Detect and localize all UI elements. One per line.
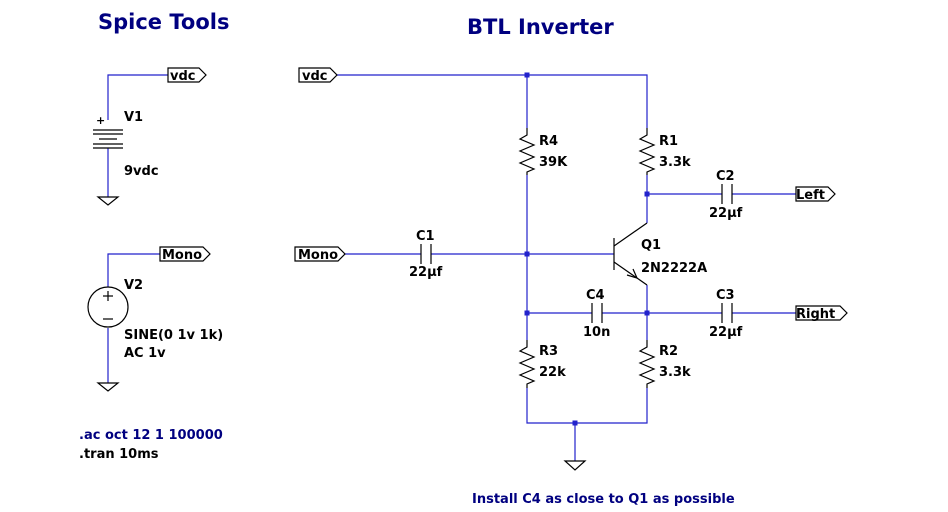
ground-symbol-main [563, 460, 587, 471]
resistor-r4 [518, 128, 536, 175]
resistor-r3 [518, 340, 536, 388]
battery-v1 [93, 129, 123, 149]
tran-directive: .tran 10ms [79, 447, 159, 462]
ground-symbol-v2 [96, 382, 120, 392]
r1-value: 3.3k [659, 155, 691, 170]
r3-value: 22k [539, 365, 566, 380]
net-flag-vdc-v1: vdc [167, 67, 207, 84]
net-flag-mono-main: Mono [294, 246, 346, 263]
svg-text:Mono: Mono [162, 248, 202, 263]
v2-top-wire [107, 253, 160, 287]
v1-section: + V1 9vdc vdc [93, 67, 207, 206]
sine-source-v2 [87, 286, 129, 328]
capacitor-c4 [591, 303, 603, 323]
r4-name: R4 [539, 134, 558, 149]
net-flag-left: Left [795, 186, 836, 203]
c2-name: C2 [716, 169, 735, 184]
c4-value: 10n [583, 325, 610, 340]
ground-symbol-v1 [96, 196, 120, 206]
c1-name: C1 [416, 229, 435, 244]
v1-value: 9vdc [124, 164, 159, 179]
v2-value-line2: AC 1v [124, 346, 166, 361]
svg-text:Right: Right [796, 307, 835, 322]
transistor-q1 [613, 222, 648, 286]
r4-value: 39K [539, 155, 568, 170]
capacitor-c1 [420, 244, 432, 264]
net-flag-vdc-main: vdc [298, 67, 338, 84]
v2-section: V2 SINE(0 1v 1k) AC 1v Mono [87, 246, 223, 392]
q1-name: Q1 [641, 238, 661, 253]
svg-text:Mono: Mono [298, 248, 338, 263]
svg-text:Left: Left [796, 188, 825, 203]
ac-directive: .ac oct 12 1 100000 [79, 428, 223, 443]
r3-name: R3 [539, 344, 558, 359]
c2-value: 22µf [709, 206, 743, 221]
resistor-r2 [638, 340, 656, 388]
main-wires [337, 74, 796, 461]
c3-name: C3 [716, 288, 735, 303]
v1-top-wire [107, 74, 168, 120]
r2-value: 3.3k [659, 365, 691, 380]
c4-name: C4 [586, 288, 605, 303]
r1-name: R1 [659, 134, 678, 149]
c3-value: 22µf [709, 325, 743, 340]
v2-name: V2 [124, 278, 143, 293]
capacitor-c3 [721, 303, 733, 323]
net-flag-mono-v2: Mono [159, 246, 211, 263]
circuit-title: BTL Inverter [467, 15, 614, 39]
c1-value: 22µf [409, 265, 443, 280]
resistor-r1 [638, 128, 656, 175]
r2-name: R2 [659, 344, 678, 359]
junction-dots [524, 72, 650, 426]
svg-text:vdc: vdc [302, 69, 328, 84]
net-flag-right: Right [795, 305, 848, 322]
installation-note: Install C4 as close to Q1 as possible [472, 492, 735, 507]
svg-text:vdc: vdc [170, 69, 196, 84]
q1-value: 2N2222A [641, 261, 707, 276]
spice-tools-title: Spice Tools [98, 10, 229, 34]
capacitor-c2 [721, 184, 733, 204]
v2-value-line1: SINE(0 1v 1k) [124, 328, 223, 343]
v1-name: V1 [124, 110, 143, 125]
v1-plus-sign: + [96, 114, 105, 127]
